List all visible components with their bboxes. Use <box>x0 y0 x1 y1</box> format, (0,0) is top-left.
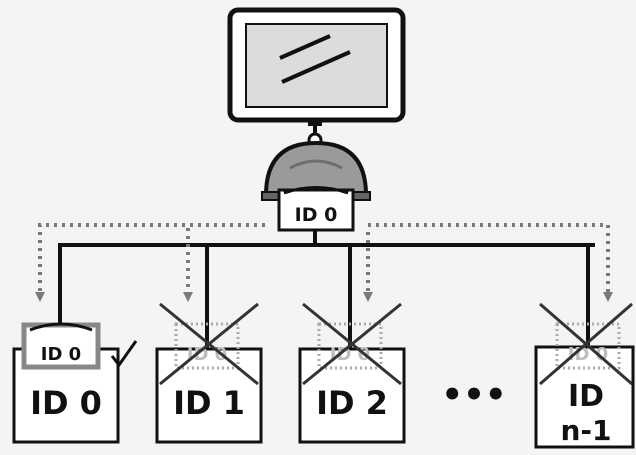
node-card <box>534 345 635 449</box>
node-tag-label: ID 0 <box>41 344 81 365</box>
node-card <box>155 347 263 444</box>
node-label-line2: n-1 <box>560 414 611 447</box>
monitor-icon <box>227 7 406 126</box>
broadcast-arrow-0 <box>35 223 265 302</box>
node-label: ID 2 <box>316 384 388 422</box>
node-label-line1: ID <box>568 379 604 414</box>
server-tag: ID 0 <box>277 186 355 232</box>
node-id-0: ID 0 ID 0 <box>12 322 138 444</box>
node-tag-ghost <box>174 322 240 370</box>
node-label: ID 1 <box>173 384 245 422</box>
node-tag-ghost <box>317 322 383 370</box>
node-id-n-1: ID 0 ID n-1 <box>534 302 635 449</box>
broadcast-paths <box>35 223 613 302</box>
node-label: ID 0 <box>30 384 102 422</box>
rejected-x-icon <box>539 302 633 386</box>
broadcast-arrow-n-1 <box>368 223 613 302</box>
node-card <box>298 347 406 444</box>
node-id-2: ID 0 ID 2 <box>298 302 406 444</box>
node-id-1: ID 0 ID 1 <box>155 302 263 444</box>
server-tag-label: ID 0 <box>295 204 338 226</box>
ellipsis: ••• <box>441 375 506 415</box>
checkmark-icon <box>110 340 138 368</box>
node-tag-ghost <box>555 322 621 370</box>
broadcast-arrow-1 <box>183 223 265 302</box>
rejected-x-icon <box>302 302 402 386</box>
rejected-x-icon <box>159 302 259 386</box>
